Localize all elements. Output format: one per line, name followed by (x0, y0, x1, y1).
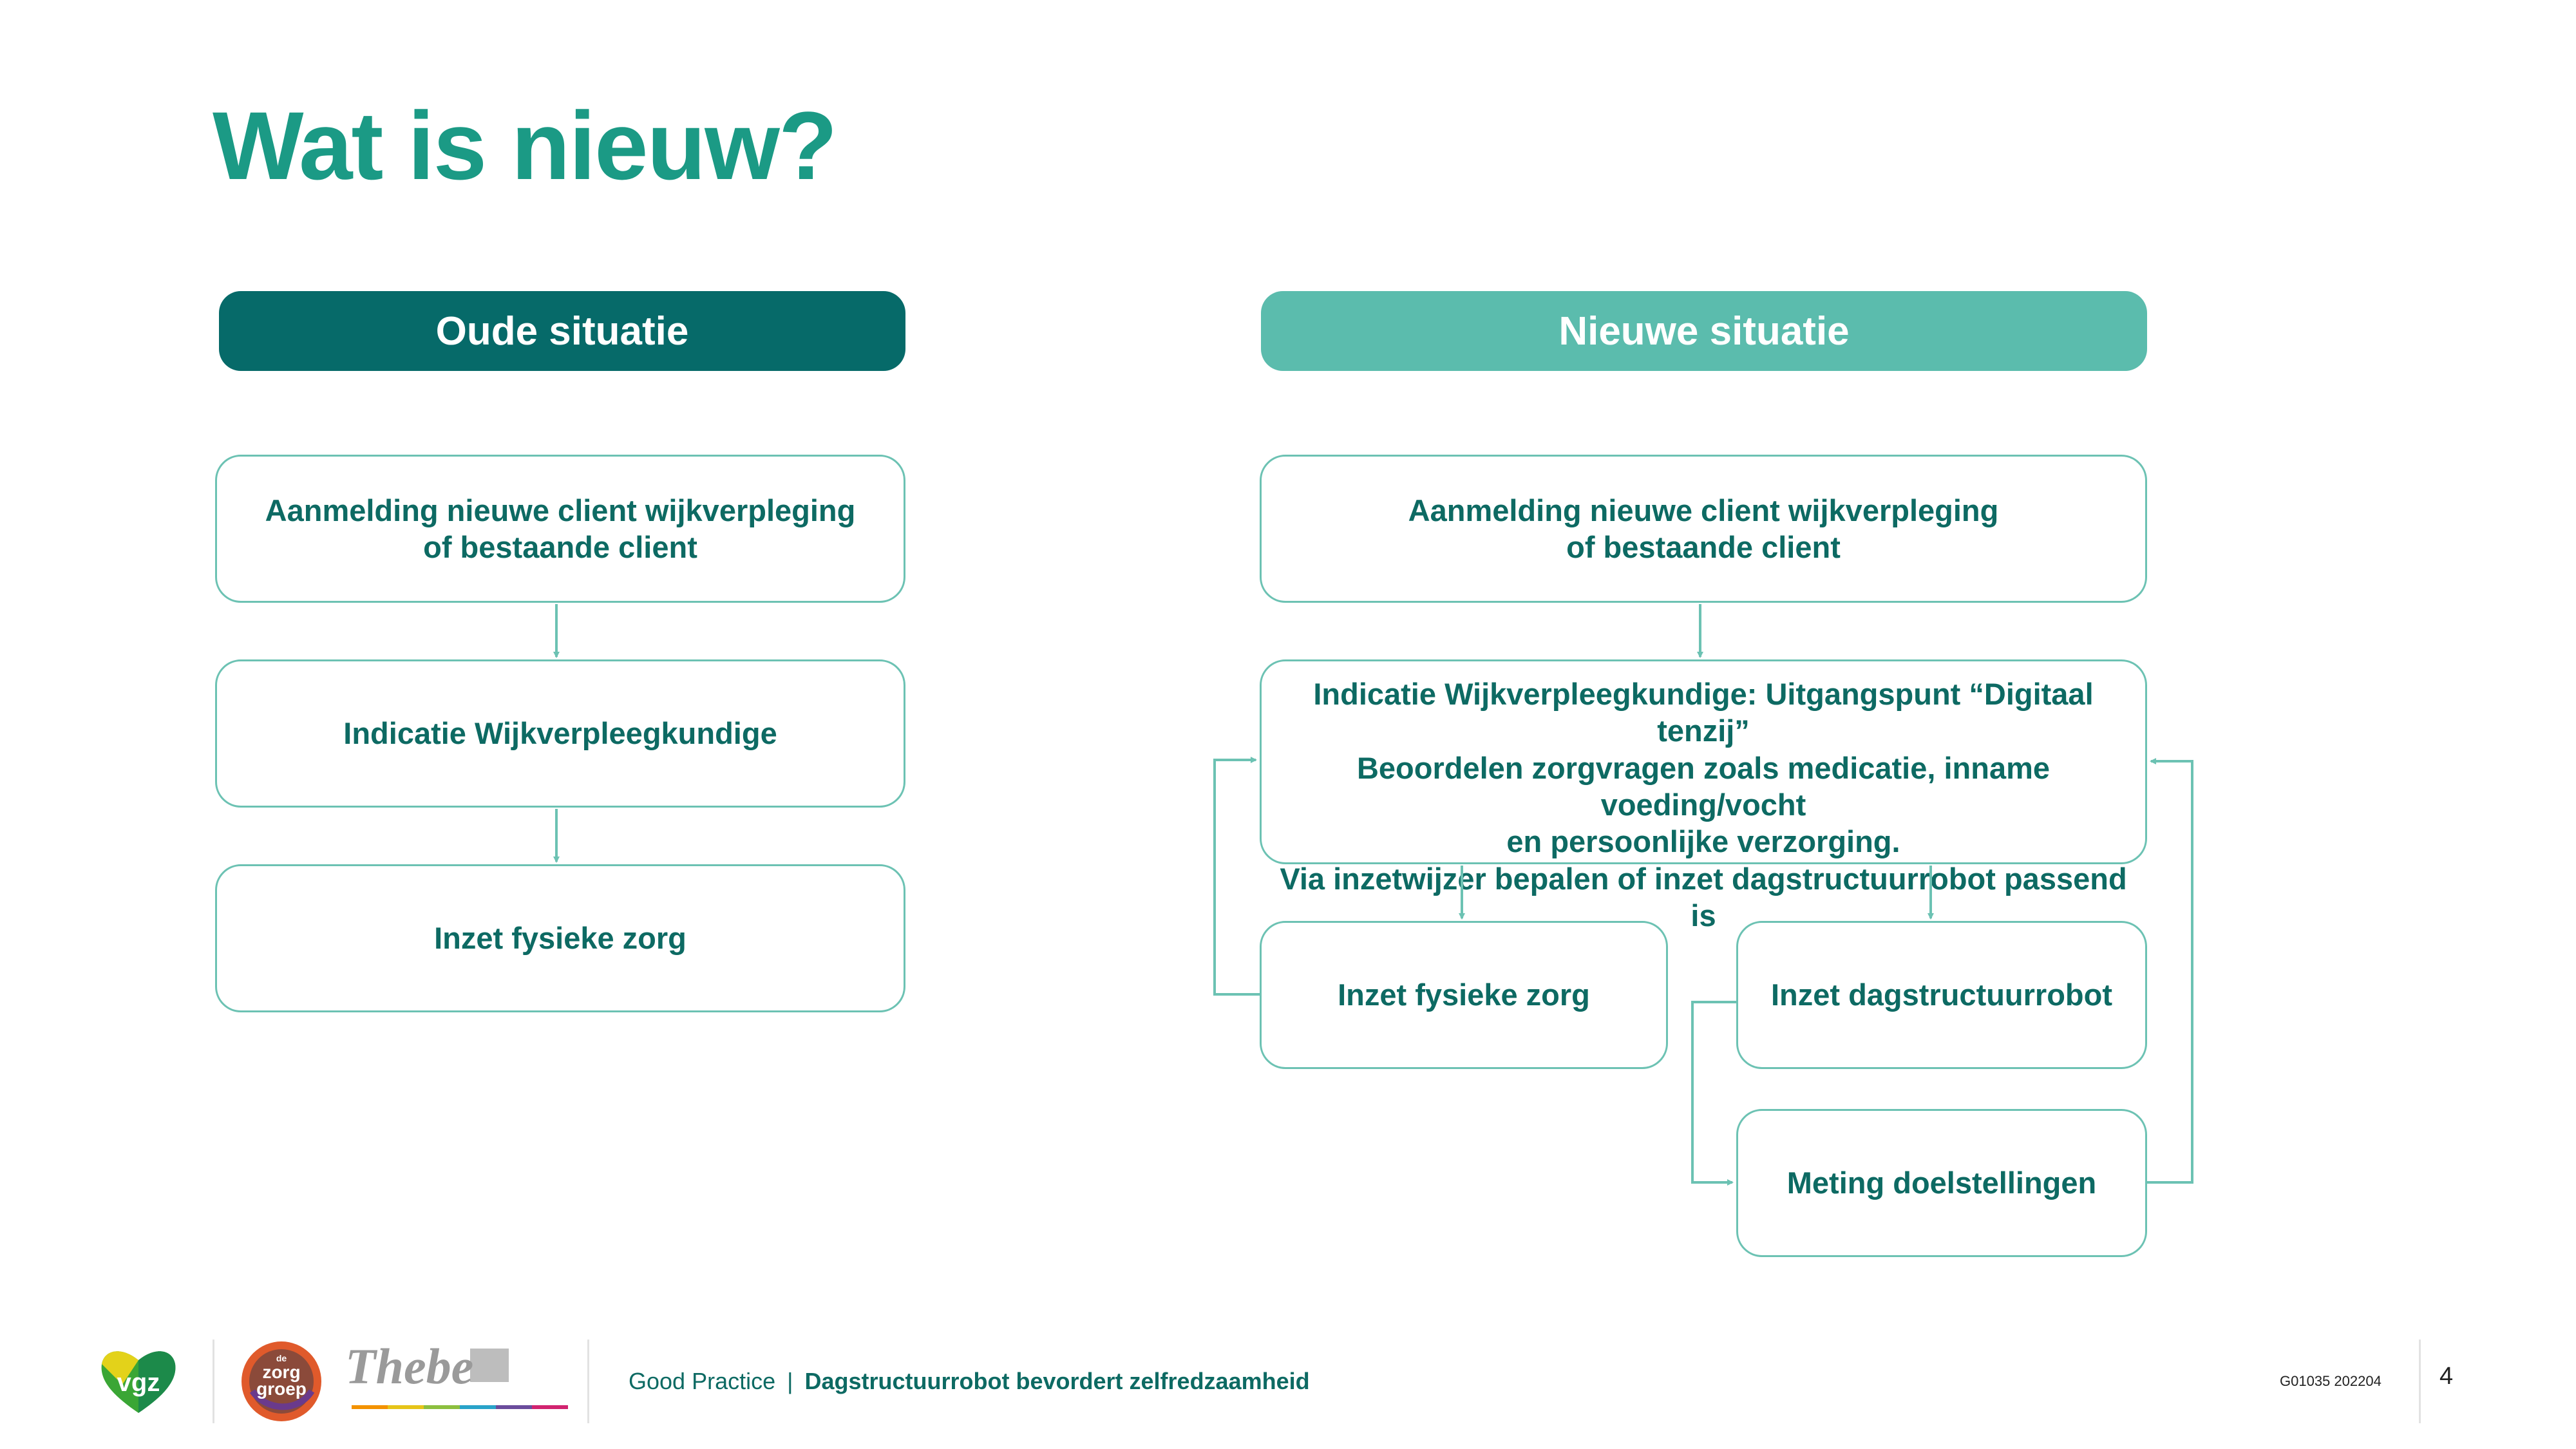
arrow-fysieke-loop-back (1213, 757, 1260, 996)
thebe-logo-text: Thebe (345, 1341, 473, 1394)
zorggroep-logo-text-2: zorg (262, 1362, 300, 1382)
thebe-logo: Thebe (341, 1338, 573, 1418)
box-text-line: en persoonlijke verzorging. (1506, 824, 1900, 859)
footer-divider (587, 1340, 589, 1423)
zorggroep-logo-text-1: de (276, 1353, 287, 1363)
footer-separator: | (787, 1368, 793, 1394)
header-nieuwe-situatie: Nieuwe situatie (1261, 291, 2147, 371)
vgz-logo: vgz (97, 1346, 180, 1417)
header-oude-situatie: Oude situatie (219, 291, 905, 371)
box-text-line: Indicatie Wijkverpleegkundige: Uitgangsp… (1313, 677, 2094, 748)
footer-divider (213, 1340, 214, 1423)
footer-label: Good Practice (629, 1368, 776, 1394)
box-text-line: of bestaande client (423, 530, 697, 564)
arrow-meting-loop-back (2147, 758, 2193, 1184)
footer-divider (2419, 1340, 2421, 1423)
header-nieuwe-situatie-label: Nieuwe situatie (1558, 308, 1850, 354)
box-text-line: Aanmelding nieuwe client wijkverpleging (265, 493, 856, 527)
box-left-indicatie: Indicatie Wijkverpleegkundige (215, 659, 905, 808)
box-left-aanmelding: Aanmelding nieuwe client wijkverpleging … (215, 455, 905, 603)
box-right-dagstructuurrobot: Inzet dagstructuurrobot (1736, 921, 2147, 1069)
box-text-line: Aanmelding nieuwe client wijkverpleging (1408, 493, 1999, 527)
header-oude-situatie-label: Oude situatie (435, 308, 689, 354)
box-right-fysieke-zorg: Inzet fysieke zorg (1260, 921, 1668, 1069)
document-code: G01035 202204 (2280, 1373, 2382, 1389)
box-text-line: of bestaande client (1566, 530, 1841, 564)
box-right-meting: Meting doelstellingen (1736, 1109, 2147, 1257)
footer-subject: Dagstructuurrobot bevordert zelfredzaamh… (804, 1368, 1310, 1394)
box-text-line: Inzet dagstructuurrobot (1770, 978, 2113, 1012)
zorggroep-logo: de zorg groep (240, 1340, 323, 1423)
box-text-line: Inzet fysieke zorg (1338, 978, 1590, 1012)
box-text-line: Beoordelen zorgvragen zoals medicatie, i… (1356, 750, 2050, 822)
page-title: Wat is nieuw? (213, 91, 837, 200)
box-left-fysieke-zorg: Inzet fysieke zorg (215, 864, 905, 1012)
box-text-line: Via inzetwijzer bepalen of inzet dagstru… (1280, 861, 2127, 933)
box-text-line: Meting doelstellingen (1786, 1166, 2097, 1200)
zorggroep-logo-text-3: groep (256, 1379, 307, 1399)
box-right-indicatie: Indicatie Wijkverpleegkundige: Uitgangsp… (1260, 659, 2147, 933)
footer-caption: Good Practice | Dagstructuurrobot bevorder… (629, 1368, 1310, 1395)
arrow-robot-to-meting (1691, 1001, 1736, 1186)
box-text-line: Inzet fysieke zorg (434, 921, 687, 956)
box-right-aanmelding: Aanmelding nieuwe client wijkverpleging … (1260, 455, 2147, 603)
box-text-line: Indicatie Wijkverpleegkundige (343, 716, 777, 751)
vgz-logo-text: vgz (117, 1368, 160, 1397)
page-number: 4 (2439, 1363, 2454, 1390)
